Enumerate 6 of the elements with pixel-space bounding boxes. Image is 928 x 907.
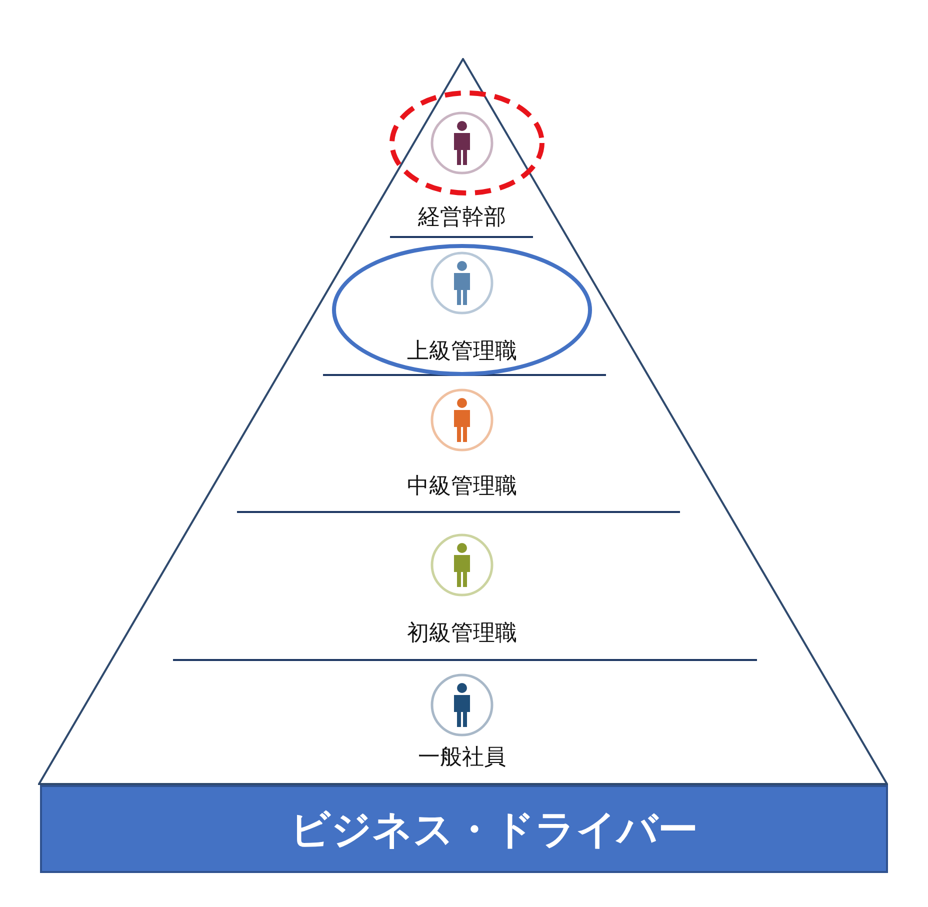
level-label: 経営幹部 <box>417 204 507 232</box>
level-label: 一般社員 <box>417 744 507 772</box>
level-label: 初級管理職 <box>406 620 518 648</box>
level-label: 中級管理職 <box>406 473 518 501</box>
base-bar: ビジネス・ドライバー <box>40 785 888 873</box>
level-label: 上級管理職 <box>406 338 518 366</box>
